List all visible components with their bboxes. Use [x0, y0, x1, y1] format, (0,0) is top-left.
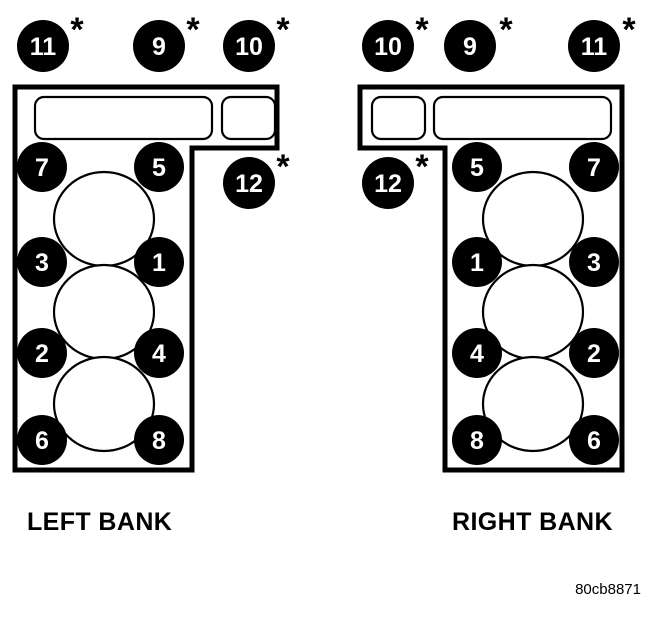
right-bank-head-bolt-7[interactable]: 7: [569, 142, 619, 192]
left-bank-top-bolt-2[interactable]: 9 *: [133, 11, 200, 72]
bolt-disc: [569, 328, 619, 378]
bolt-disc: [17, 328, 67, 378]
right-bank-top-bolt-2[interactable]: 9 *: [444, 11, 513, 72]
bolt-disc: [134, 328, 184, 378]
bolt-disc: [569, 415, 619, 465]
right-bank-head-bolt-1[interactable]: 1: [452, 237, 502, 287]
bolt-disc: [17, 237, 67, 287]
bolt-asterisk-marker: *: [622, 11, 636, 49]
figure-reference-code: 80cb8871: [575, 581, 641, 598]
bolt-number-label: 4: [152, 340, 166, 368]
bolt-number-label: 3: [587, 249, 601, 277]
left-bank-top-bolt-1[interactable]: 11 *: [17, 11, 84, 72]
bolt-disc: [223, 20, 275, 72]
bolt-disc: [452, 328, 502, 378]
right-bank-head-bolt-3[interactable]: 3: [569, 237, 619, 287]
bolt-disc: [362, 157, 414, 209]
bolt-asterisk-marker: *: [415, 148, 429, 186]
bolt-number-label: 11: [30, 33, 57, 61]
right-bank-head-bolt-4[interactable]: 4: [452, 328, 502, 378]
left-bank-cylinder-bore-3: [52, 355, 156, 453]
bolt-asterisk-marker: *: [276, 148, 290, 186]
bolt-disc: [134, 237, 184, 287]
bolt-disc: [452, 142, 502, 192]
bolt-disc: [569, 237, 619, 287]
left-bank-head-bolt-4[interactable]: 4: [134, 328, 184, 378]
bolt-disc: [444, 20, 496, 72]
left-bank-port-large: [33, 95, 214, 141]
bolt-number-label: 9: [152, 33, 166, 61]
bolt-number-label: 1: [470, 249, 484, 277]
bolt-number-label: 8: [152, 427, 166, 455]
bolt-number-label: 6: [35, 427, 49, 455]
left-bank-head-bolt-2[interactable]: 2: [17, 328, 67, 378]
bolt-disc: [17, 142, 67, 192]
right-bank-head-bolt-2[interactable]: 2: [569, 328, 619, 378]
bolt-disc: [134, 142, 184, 192]
right-bank-top-bolt-3[interactable]: 11 *: [568, 11, 636, 72]
bolt-disc: [17, 20, 69, 72]
right-bank-head-bolt-6[interactable]: 6: [569, 415, 619, 465]
left-bank-group: 11 * 9 * 10 * 12 * 7: [12, 11, 290, 536]
bolt-asterisk-marker: *: [276, 11, 290, 49]
bolt-number-label: 8: [470, 427, 484, 455]
left-bank-head-bolt-6[interactable]: 6: [17, 415, 67, 465]
bolt-disc: [568, 20, 620, 72]
right-bank-group: 10 * 9 * 11 * 12 * 5: [357, 11, 636, 536]
bolt-number-label: 9: [463, 33, 477, 61]
bolt-disc: [133, 20, 185, 72]
right-bank-cylinder-bore-3: [481, 355, 585, 453]
bolt-disc: [569, 142, 619, 192]
bolt-number-label: 7: [35, 154, 49, 182]
bolt-asterisk-marker: *: [70, 11, 84, 49]
left-bank-head-bolt-3[interactable]: 3: [17, 237, 67, 287]
bolt-disc: [362, 20, 414, 72]
bolt-asterisk-marker: *: [499, 11, 513, 49]
bolt-number-label: 3: [35, 249, 49, 277]
left-bank-port-small: [220, 95, 277, 141]
bolt-number-label: 2: [35, 340, 49, 368]
right-bank-side-bolt[interactable]: 12 *: [362, 148, 429, 209]
right-bank-head-bolt-5[interactable]: 5: [452, 142, 502, 192]
right-bank-port-large: [432, 95, 613, 141]
bolt-disc: [223, 157, 275, 209]
bolt-number-label: 10: [374, 33, 402, 61]
left-bank-caption: LEFT BANK: [27, 508, 172, 536]
left-bank-top-bolt-3[interactable]: 10 *: [223, 11, 290, 72]
bolt-number-label: 4: [470, 340, 484, 368]
bolt-number-label: 12: [235, 170, 263, 198]
right-bank-head-bolt-8[interactable]: 8: [452, 415, 502, 465]
bolt-disc: [134, 415, 184, 465]
bolt-number-label: 5: [470, 154, 484, 182]
bolt-asterisk-marker: *: [415, 11, 429, 49]
bolt-number-label: 10: [235, 33, 263, 61]
bolt-number-label: 11: [581, 33, 608, 61]
right-bank-caption: RIGHT BANK: [452, 508, 613, 536]
bolt-number-label: 12: [374, 170, 402, 198]
bolt-number-label: 1: [152, 249, 166, 277]
bolt-number-label: 7: [587, 154, 601, 182]
right-bank-port-small: [370, 95, 427, 141]
left-bank-head-bolt-7[interactable]: 7: [17, 142, 67, 192]
left-bank-side-bolt[interactable]: 12 *: [223, 148, 290, 209]
left-bank-head-bolt-8[interactable]: 8: [134, 415, 184, 465]
right-bank-top-bolt-1[interactable]: 10 *: [362, 11, 429, 72]
left-bank-head-bolt-1[interactable]: 1: [134, 237, 184, 287]
bolt-number-label: 6: [587, 427, 601, 455]
left-bank-head-bolt-5[interactable]: 5: [134, 142, 184, 192]
bolt-asterisk-marker: *: [186, 11, 200, 49]
bolt-disc: [452, 237, 502, 287]
bolt-disc: [17, 415, 67, 465]
bolt-number-label: 2: [587, 340, 601, 368]
bolt-disc: [452, 415, 502, 465]
bolt-number-label: 5: [152, 154, 166, 182]
